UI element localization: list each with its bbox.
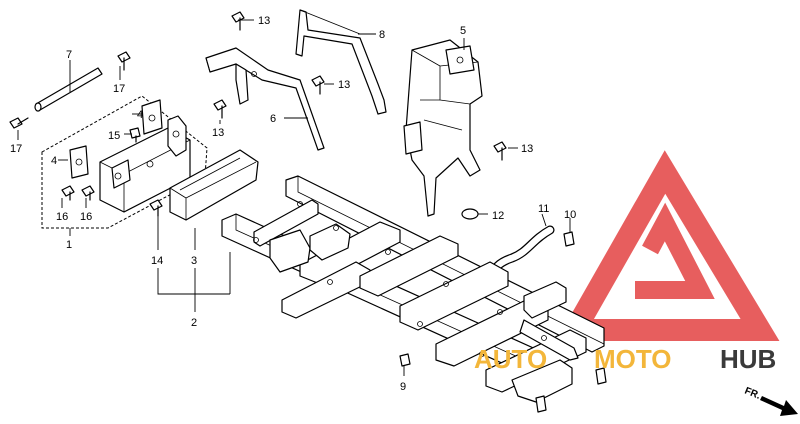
callout-17: 17 (10, 143, 22, 155)
watermark-logo-icon (556, 150, 780, 341)
chassis-frame-part-2 (221, 175, 607, 413)
callout-10: 10 (564, 209, 576, 221)
crossmember-plate-part-3 (169, 149, 259, 221)
callout-8: 8 (379, 29, 385, 41)
watermark-moto: MOTO (594, 344, 672, 374)
callout-7: 7 (66, 49, 72, 61)
watermark-text: AUTO MOTO HUB (474, 344, 776, 374)
front-arrow-icon (760, 396, 798, 416)
clip-part-10 (563, 231, 575, 247)
leader-lines (17, 19, 571, 376)
callout-13: 13 (212, 127, 224, 139)
callout-17: 17 (113, 83, 125, 95)
callout-4: 4 (137, 109, 143, 121)
watermark-hub: HUB (720, 344, 776, 374)
callout-16: 16 (56, 211, 68, 223)
callout-4: 4 (51, 155, 57, 167)
callout-13: 13 (521, 143, 533, 155)
support-bracket-part-6 (205, 47, 325, 151)
callout-13: 13 (338, 79, 350, 91)
mount-bracket-part-5 (403, 39, 483, 217)
front-direction-indicator: FR. (743, 386, 798, 416)
callout-12: 12 (492, 210, 504, 222)
callout-15: 15 (108, 130, 120, 142)
callout-2: 2 (191, 317, 197, 329)
callout-13: 13 (258, 15, 270, 27)
callout-3: 3 (191, 255, 197, 267)
front-label: FR. (743, 386, 762, 402)
bracket-assembly-part-1 (41, 95, 208, 229)
callout-labels: 13 8 5 7 17 13 4 6 13 15 17 13 4 16 16 1… (10, 15, 576, 393)
callout-1: 1 (66, 239, 72, 251)
callout-11: 11 (538, 203, 549, 215)
watermark-auto: AUTO (474, 344, 547, 374)
callout-14: 14 (151, 255, 163, 267)
callout-9: 9 (400, 381, 406, 393)
callout-16: 16 (80, 211, 92, 223)
bolt-icon (9, 11, 507, 367)
callout-5: 5 (460, 25, 466, 37)
callout-6: 6 (270, 113, 276, 125)
frame-hanger-part-8 (295, 9, 387, 115)
rod-part-7 (34, 67, 103, 112)
